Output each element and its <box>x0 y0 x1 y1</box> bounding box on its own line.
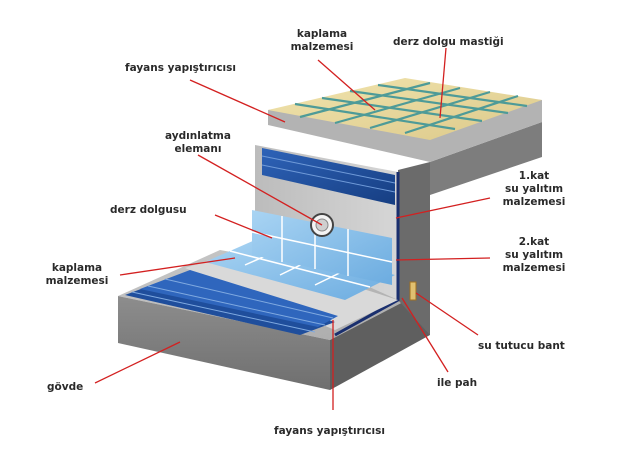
slab-side <box>330 288 430 390</box>
leader-lines <box>94 47 491 410</box>
slab-front <box>118 296 330 390</box>
label-ile-pah: ile pah <box>437 377 478 389</box>
label-su-tutucu: su tutucu bant <box>478 340 565 352</box>
wall-outer-face <box>398 162 430 335</box>
label-govde: gövde <box>47 381 84 393</box>
label-fayans-top: fayans yapıştırıcısı <box>125 62 237 74</box>
label-derz-dolgu-mastigi: derz dolgu mastiği <box>393 36 504 48</box>
label-derz-dolgusu: derz dolgusu <box>110 204 187 216</box>
sealing-tape-marker <box>409 281 417 301</box>
label-fayans-bottom: fayans yapıştırıcısı <box>274 425 386 437</box>
wall-right-face <box>430 122 542 195</box>
